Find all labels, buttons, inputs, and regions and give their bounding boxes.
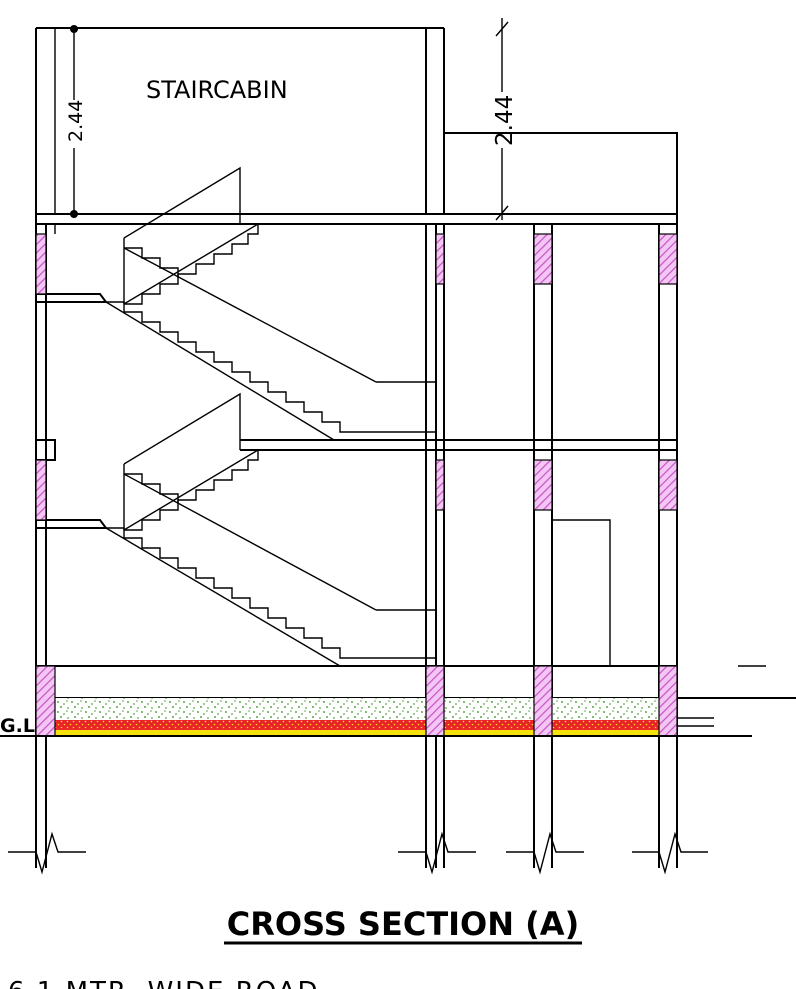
road-label: 6.1 MTR. WIDE ROAD — [8, 977, 320, 989]
terrace-slab — [36, 213, 677, 225]
hatched-lintels — [35, 233, 678, 521]
plinth-columns — [35, 665, 678, 737]
foundation-breaks — [8, 831, 708, 875]
dimension-left: 2.44 — [62, 25, 87, 218]
stair-landings — [36, 293, 108, 529]
stair-cabin: STAIRCABIN — [35, 27, 445, 214]
pcc-layer — [55, 698, 659, 720]
dimension-right: 2.44 — [488, 18, 518, 221]
upper-staircase — [105, 166, 436, 441]
drawing-title: CROSS SECTION (A) — [224, 905, 582, 945]
stair-cabin-label: STAIRCABIN — [146, 76, 288, 104]
drawing-title-text: CROSS SECTION (A) — [227, 905, 579, 943]
internal-walls — [425, 223, 659, 868]
ground-level: G.L — [0, 715, 752, 737]
outer-walls — [35, 214, 678, 868]
brick-layer — [55, 720, 659, 730]
dimension-left-label: 2.44 — [65, 100, 87, 142]
sand-layer — [55, 730, 659, 736]
ground-level-label: G.L — [0, 715, 35, 737]
first-floor-slab — [35, 439, 677, 461]
lower-staircase — [105, 392, 436, 667]
dimension-right-label: 2.44 — [492, 95, 518, 146]
